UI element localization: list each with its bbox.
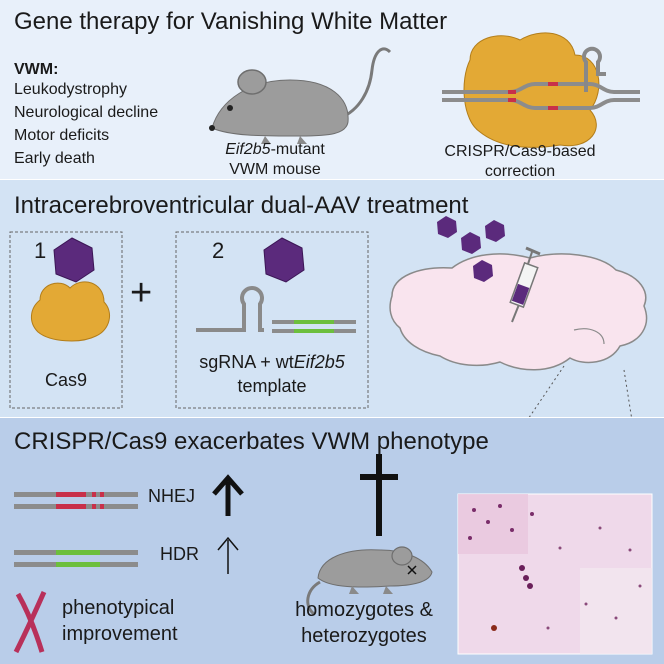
panel1-title: Gene therapy for Vanishing White Matter: [14, 8, 448, 35]
gene-name-italic: Eif2b5: [293, 352, 345, 372]
hdr-label: HDR: [160, 544, 199, 564]
sgrna-hairpin-icon: [582, 46, 606, 92]
symptom-leukodystrophy: Leukodystrophy: [14, 81, 127, 98]
panel-dual-aav: Intracerebroventricular dual-AAV treatme…: [0, 180, 664, 497]
gene-name-italic: Eif2b5: [225, 141, 271, 158]
arrow-up-bold-icon: [212, 474, 244, 516]
vector2-box: [175, 231, 369, 409]
sgrna-template-label: sgRNA + wtEif2b5: [176, 352, 368, 372]
phenotypical-label: phenotypical: [62, 597, 175, 619]
symptom-motor-deficits: Motor deficits: [14, 127, 110, 144]
outcome-illustration: [13, 454, 653, 655]
cas9-protein-icon: [463, 32, 600, 148]
improvement-label: improvement: [62, 623, 178, 645]
mutant-mouse-illustration: [209, 47, 392, 144]
panel3-title: CRISPR/Cas9 exacerbates VWM phenotype: [14, 428, 489, 455]
mutant-suffix: -mutant: [270, 141, 325, 158]
heterozygotes-label: heterozygotes: [301, 625, 427, 647]
cross-icon: [13, 590, 47, 654]
crispr-correction-label-2: correction: [484, 163, 556, 180]
panel-phenotype: CRISPR/Cas9 exacerbates VWM phenotype: [0, 418, 664, 664]
cas9-protein-icon: [31, 281, 111, 342]
dagger-icon: [360, 454, 398, 536]
aav-capsid-icon: [53, 237, 95, 283]
arrow-up-thin-icon: [217, 536, 239, 574]
dna-strands: [442, 82, 640, 110]
template-dna-icon: [272, 320, 356, 333]
mouse-brain-illustration: [389, 253, 648, 371]
panel-gene-therapy: Gene therapy for Vanishing White Matter …: [0, 0, 664, 180]
nhej-dna-icon: [14, 492, 138, 509]
sgrna-label-prefix: sgRNA + wt: [199, 352, 294, 372]
vwm-mouse-label: VWM mouse: [229, 161, 321, 178]
mouse-genotype-label: Eif2b5-mutant: [215, 140, 335, 160]
hdr-dna-icon: [14, 550, 138, 567]
vector1-number: 1: [34, 238, 47, 263]
vwm-heading: VWM:: [14, 61, 59, 78]
vector1-box: [9, 231, 123, 409]
symptom-neurological-decline: Neurological decline: [14, 104, 159, 121]
syringe-icon: [509, 246, 541, 323]
sgrna-hairpin-icon: [196, 286, 264, 332]
nhej-label: NHEJ: [148, 486, 196, 506]
histology-image: [457, 493, 653, 655]
mouse-icon: [209, 47, 392, 144]
dual-aav-illustration: [9, 216, 648, 497]
template-label: template: [237, 376, 307, 396]
crispr-correction-illustration: [442, 32, 640, 148]
crispr-correction-label-1: CRISPR/Cas9-based: [444, 143, 596, 160]
panel2-title: Intracerebroventricular dual-AAV treatme…: [14, 192, 469, 219]
vector2-number: 2: [212, 238, 225, 263]
aav-capsid-icon: [263, 237, 305, 283]
symptom-early-death: Early death: [14, 150, 95, 167]
aav-particles: [437, 216, 505, 282]
plus-sign: +: [130, 272, 153, 314]
sick-mouse-icon: [306, 546, 433, 616]
homozygotes-label: homozygotes &: [295, 599, 433, 621]
cas9-label: Cas9: [44, 370, 88, 390]
